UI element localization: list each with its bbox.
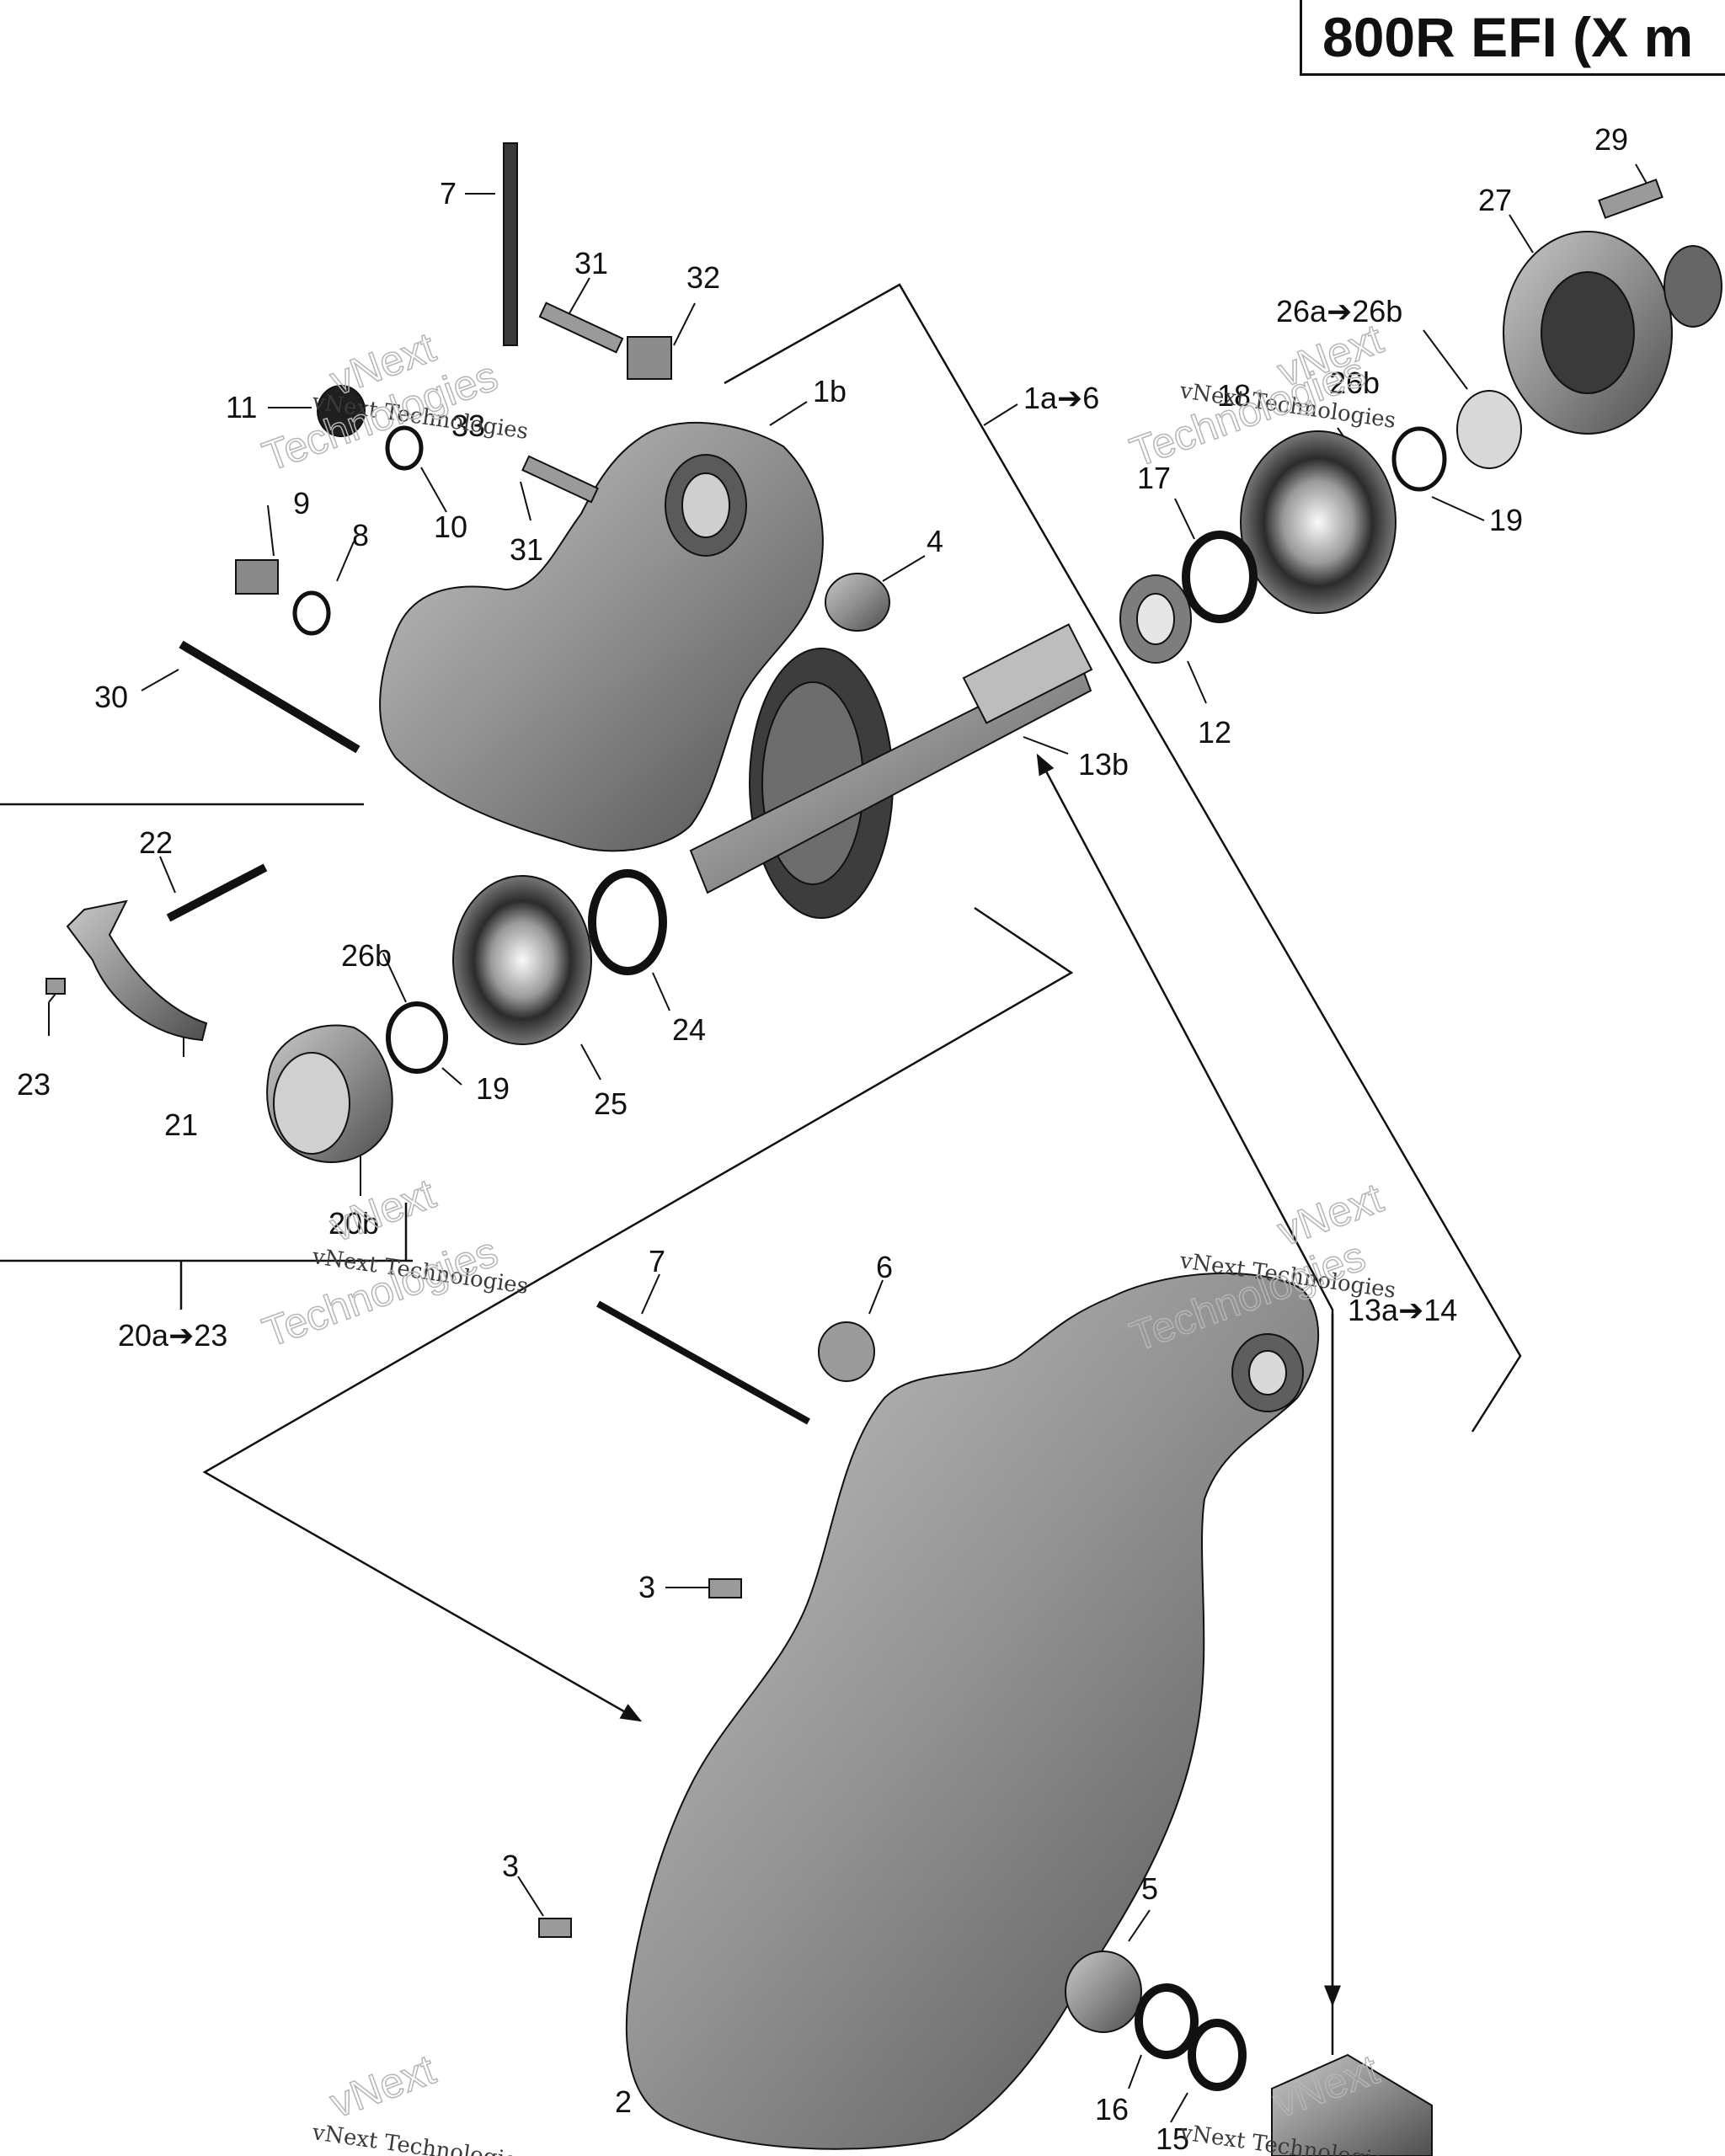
bracket-2-arrow [202, 906, 1074, 1722]
sensor-7-bottom [596, 1300, 810, 1425]
callout-8: 8 [352, 518, 369, 552]
callout-22: 22 [139, 825, 173, 860]
shim-15 [1188, 2019, 1247, 2091]
housing-1b-bore-inner [681, 472, 730, 538]
callout-1b: 1b [813, 374, 846, 408]
callouts: 7 31 32 11 33 1b 1a➔6 10 31 9 8 4 30 13b… [17, 122, 1628, 2156]
bearing-18 [1240, 430, 1397, 614]
callout-20b: 20b [328, 1206, 379, 1241]
parts [45, 142, 1722, 2156]
o-ring-19-left [386, 1001, 448, 1074]
bolt-31-mid [521, 455, 599, 504]
callout-21: 21 [164, 1107, 198, 1142]
svg-text:Technologies: Technologies [257, 1228, 504, 1356]
callout-16: 16 [1095, 2092, 1129, 2127]
callout-24: 24 [672, 1012, 706, 1047]
title-box: 800R EFI (X m [1300, 0, 1725, 76]
callout-4: 4 [927, 524, 943, 558]
bolt-30 [179, 640, 360, 754]
washer-8 [292, 590, 331, 636]
shim-17 [1182, 531, 1258, 623]
bolt-29 [1598, 179, 1664, 219]
plug-9 [235, 559, 279, 595]
callout-13b: 13b [1078, 747, 1129, 782]
callout-7-top: 7 [440, 176, 457, 211]
shift-rail-22 [166, 863, 268, 922]
sensor-7-top [503, 142, 518, 346]
callout-27: 27 [1478, 183, 1512, 217]
seal-24 [588, 869, 667, 975]
callout-33: 33 [451, 408, 485, 443]
callout-10: 10 [434, 510, 467, 544]
callout-31-top: 31 [574, 246, 608, 280]
flange-27-bore [1541, 271, 1635, 394]
thrust-12-hole [1136, 593, 1175, 645]
leader-lines [48, 163, 1653, 2123]
svg-text:vNext: vNext [324, 1170, 441, 1251]
callout-20a-23: 20a➔23 [118, 1318, 227, 1353]
shift-fork-21 [66, 899, 208, 1042]
callout-3-top: 3 [638, 1570, 655, 1604]
watermark-bottom-left: vNext vNext Technologies [310, 2045, 530, 2156]
callout-11: 11 [226, 390, 257, 424]
callout-17: 17 [1137, 461, 1171, 495]
group-bracket-lines [0, 283, 1522, 2055]
pinion-14 [1271, 2053, 1433, 2156]
callout-3-bottom: 3 [502, 1849, 519, 1883]
callout-23: 23 [17, 1067, 51, 1102]
callout-26b-right: 26b [1329, 366, 1380, 400]
callout-6: 6 [876, 1250, 893, 1284]
watermark-mid-left: vNext vNext Technologies Technologies [256, 1169, 530, 1357]
o-ring-19-right [1391, 426, 1447, 492]
bearing-25 [452, 875, 592, 1045]
callout-19-left: 19 [476, 1071, 510, 1106]
case-2 [625, 1272, 1320, 2150]
callout-31-mid: 31 [510, 532, 543, 567]
bushing-26b [1456, 390, 1522, 469]
callout-25: 25 [594, 1086, 628, 1121]
callout-18: 18 [1217, 378, 1251, 413]
callout-7-bottom: 7 [649, 1244, 665, 1278]
bushing-5 [1065, 1951, 1142, 2033]
callout-29: 29 [1594, 122, 1628, 157]
callout-2: 2 [615, 2084, 632, 2119]
fitting-32 [627, 336, 672, 380]
bushing-4 [825, 573, 890, 632]
callout-26a-26b: 26a➔26b [1276, 294, 1402, 328]
watermark-top-left: vNext vNext Technologies Technologies [256, 323, 530, 481]
callout-15: 15 [1156, 2121, 1189, 2156]
dowel-3-bottom [538, 1918, 572, 1938]
dowel-3-top [708, 1578, 742, 1598]
callout-26b-left: 26b [341, 938, 392, 973]
callout-30: 30 [94, 680, 128, 714]
diagram-title: 800R EFI (X m [1322, 6, 1694, 68]
svg-text:vNext Technologies: vNext Technologies [310, 2120, 530, 2156]
seal-6 [818, 1321, 875, 1382]
callout-19-right: 19 [1489, 503, 1523, 537]
spline-13b [962, 623, 1093, 724]
washer-10 [385, 425, 424, 471]
callout-9: 9 [293, 486, 310, 520]
svg-text:vNext: vNext [324, 2046, 441, 2127]
callout-5: 5 [1141, 1871, 1158, 1906]
callout-12: 12 [1198, 715, 1231, 750]
seal-2048-edge [1664, 245, 1722, 328]
pin-23 [45, 978, 66, 995]
callout-32: 32 [686, 260, 720, 295]
shim-16 [1135, 1983, 1199, 2059]
coupler-20b-bore [273, 1052, 350, 1155]
callout-13a-14: 13a➔14 [1348, 1293, 1457, 1327]
cap-11 [317, 385, 366, 437]
case-2-boss-hole [1248, 1350, 1287, 1396]
bracket-1a-6 [724, 283, 1522, 1433]
bolt-31-top [538, 302, 624, 354]
callout-1a-6: 1a➔6 [1023, 381, 1099, 415]
